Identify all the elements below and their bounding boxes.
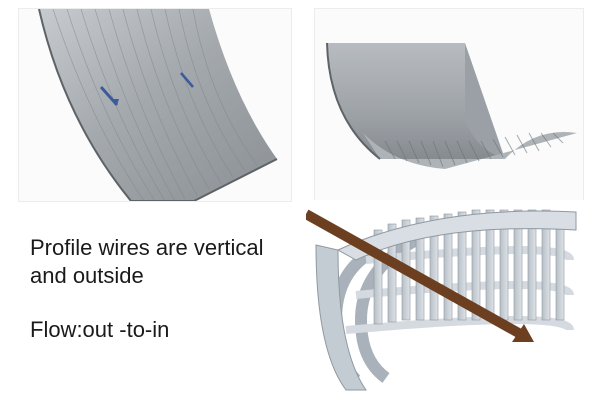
flow-direction-arrow-icon (99, 72, 194, 106)
caption-line-1: Profile wires are vertical (30, 235, 264, 260)
caption-line-2: and outside (30, 263, 144, 288)
screen-panel-photo-halfpipe (314, 8, 584, 202)
caption-spacer (30, 290, 300, 316)
flow-arrow-icon (306, 209, 534, 342)
caption-line-3: Flow:out -to-in (30, 317, 170, 342)
screen-panel-photo-curved (18, 8, 292, 202)
caption-text: Profile wires are vertical and outside F… (30, 234, 300, 344)
screen-3d-render (306, 200, 590, 396)
